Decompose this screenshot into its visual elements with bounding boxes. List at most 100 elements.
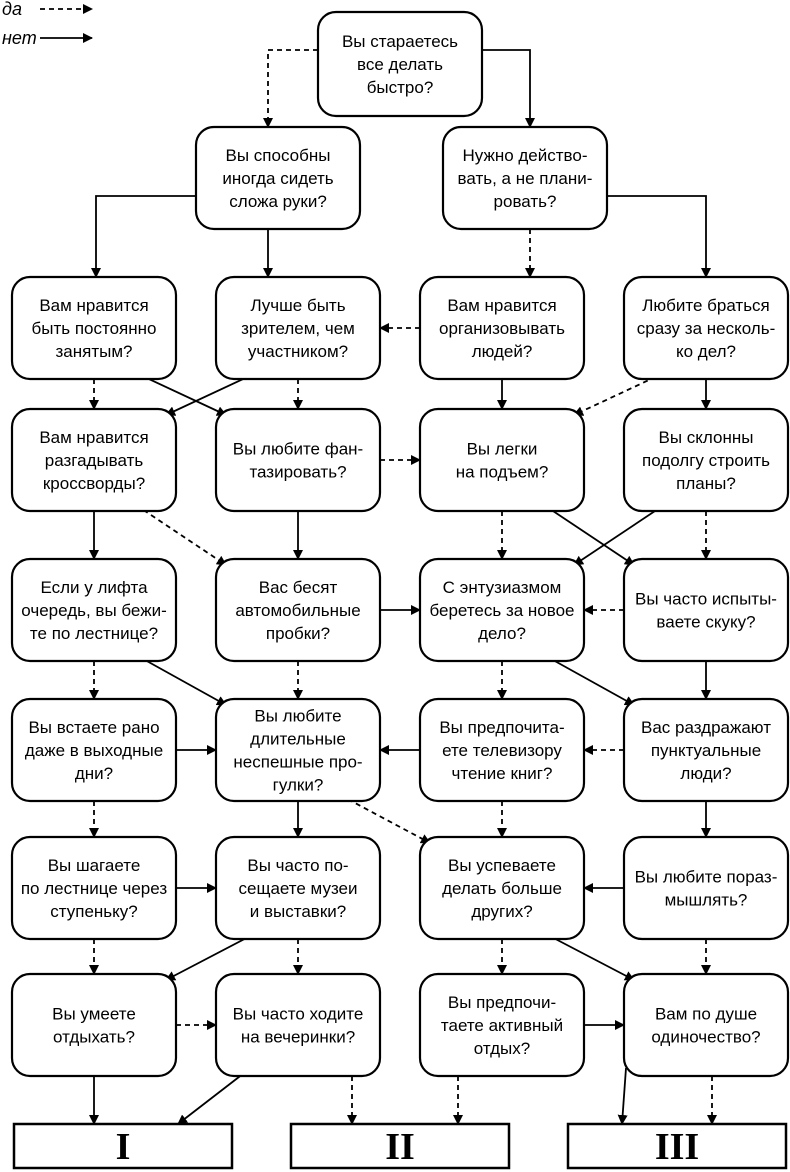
question-text-line: участником? [248, 342, 348, 361]
edge-no-b4-c3 [573, 504, 665, 566]
question-text-line: Вам нравится [39, 296, 148, 315]
question-text-line: других? [471, 902, 532, 921]
question-text-line: Вас бесят [259, 578, 338, 597]
question-box [418, 407, 586, 513]
question-text-line: занятым? [56, 342, 133, 361]
question-text-line: ступеньку? [50, 902, 137, 921]
edges [89, 49, 717, 1125]
question-box [10, 835, 178, 941]
question-text-line: Вы любите [254, 707, 341, 726]
question-box [10, 407, 178, 513]
question-box [10, 972, 178, 1078]
edge-no-e2-f1 [165, 932, 257, 981]
edge-no-f4-r3 [617, 1067, 628, 1125]
question-text-line: кроссворды? [43, 474, 145, 493]
question-node-q3: Нужно действо-вать, а не плани-ровать? [441, 125, 609, 231]
question-text-line: вать, а не плани- [458, 169, 593, 188]
legend: да нет [2, 0, 93, 48]
question-text-line: Вы предпочи- [448, 993, 556, 1012]
question-text-line: Вы легки [467, 440, 538, 459]
result-label: I [116, 1126, 131, 1168]
question-box [622, 275, 790, 381]
question-box [194, 125, 362, 231]
question-text-line: Вы предпочита- [439, 718, 564, 737]
question-text-line: сразу за несколь- [637, 319, 776, 338]
question-text-line: Любите браться [642, 296, 770, 315]
question-box [622, 835, 790, 941]
result-box-r3: III [566, 1122, 788, 1170]
question-text-line: длительные [250, 730, 346, 749]
question-text-line: Вы шагаете [48, 856, 141, 875]
question-text-line: делать больше [442, 879, 562, 898]
question-box [214, 697, 382, 803]
question-text-line: быстро? [367, 78, 434, 97]
result-label: II [385, 1126, 415, 1168]
question-box [214, 407, 382, 513]
question-text-line: ровать? [494, 192, 557, 211]
question-text-line: Вам по душе [655, 1005, 757, 1024]
question-text-line: очередь, вы бежи- [21, 601, 166, 620]
question-box [622, 407, 790, 513]
edge-no-f2-r1 [177, 1069, 249, 1125]
question-text-line: на вечеринки? [241, 1028, 355, 1047]
question-box [441, 125, 609, 231]
question-text-line: подолгу строить [642, 451, 770, 470]
question-text-line: отдых? [474, 1039, 530, 1058]
result-box-r1: I [12, 1122, 234, 1170]
question-text-line: Вы успеваете [448, 856, 556, 875]
question-text-line: Вы склонны [659, 428, 754, 447]
question-box [316, 10, 484, 118]
question-text-line: ваете скуку? [656, 613, 755, 632]
question-node-e3: Вы успеваете делать больше других? [418, 835, 586, 941]
question-text-line: Вы любите пораз- [635, 868, 778, 887]
question-box [10, 275, 178, 381]
question-text-line: люди? [680, 764, 731, 783]
question-node-c4: Вы часто испыты-ваете скуку? [622, 557, 790, 663]
question-text-line: пробки? [266, 624, 330, 643]
question-box [418, 835, 586, 941]
edge-no-q2-a1 [91, 195, 196, 278]
legend-yes-label: да [2, 0, 22, 19]
edge-no-q1-q3 [482, 49, 535, 128]
question-text-line: пунктуальные [651, 741, 761, 760]
result-box-r2: II [289, 1122, 511, 1170]
question-text-line: людей? [472, 342, 533, 361]
question-node-e4: Вы любите пораз-мышлять? [622, 835, 790, 941]
question-text-line: по лестнице через [21, 879, 167, 898]
question-text-line: Нужно действо- [462, 146, 587, 165]
question-box [622, 557, 790, 663]
question-text-line: сложа руки? [229, 192, 327, 211]
question-box [10, 697, 178, 803]
edge-yes-q1-q2 [263, 49, 318, 128]
question-text-line: Если у лифта [40, 578, 148, 597]
edge-no-q3-a4 [607, 195, 711, 278]
question-text-line: и выставки? [250, 902, 346, 921]
question-box [622, 972, 790, 1078]
edge-yes-b1-c2 [135, 504, 227, 566]
question-text-line: иногда сидеть [222, 169, 333, 188]
edge-no-b3-c4 [543, 504, 635, 566]
question-node-e1: Вы шагаете по лестнице через ступеньку? [10, 835, 178, 941]
question-text-line: ко дел? [676, 342, 736, 361]
question-text-line: дело? [478, 624, 526, 643]
result-frame [12, 1122, 234, 1170]
edge-no-c1-d2 [135, 654, 227, 706]
question-text-line: тазировать? [249, 463, 346, 482]
question-text-line: зрителем, чем [241, 319, 355, 338]
question-text-line: Вы часто испыты- [635, 590, 777, 609]
question-box [622, 697, 790, 803]
question-text-line: одиночество? [651, 1028, 760, 1047]
question-box [418, 697, 586, 803]
